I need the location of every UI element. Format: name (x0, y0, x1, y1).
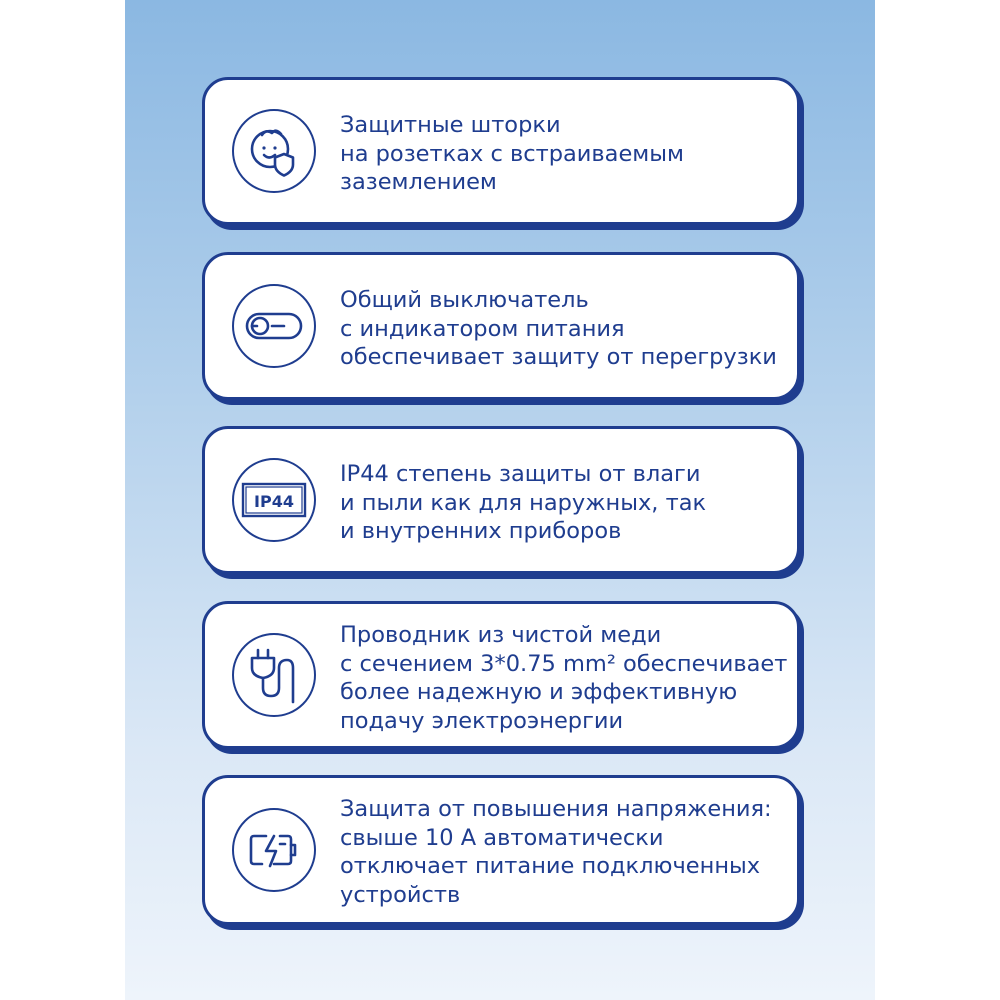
feature-text: Общий выключатель с индикатором питания … (340, 286, 785, 372)
feature-text-line: с сечением 3*0.75 mm² обеспечивает (340, 650, 788, 677)
feature-text: IP44 степень защиты от влаги и пыли как … (340, 460, 785, 546)
feature-card-copper-wire: Проводник из чистой меди с сечением 3*0.… (202, 601, 800, 749)
feature-text-line: свыше 10 А автоматически (340, 824, 664, 851)
feature-text: Защитные шторки на розетках с встраиваем… (340, 111, 785, 197)
feature-text-line: и внутренних приборов (340, 518, 622, 544)
feature-text-line: подачу электроэнергии (340, 707, 624, 734)
feature-text-line: устройств (340, 881, 461, 908)
feature-text-line: на розетках с встраиваемым (340, 140, 685, 167)
battery-charging-icon (232, 808, 316, 892)
ip44-badge-icon: IP44 (232, 458, 316, 542)
feature-text-line: Проводник из чистой меди (340, 622, 662, 648)
child-shield-icon (232, 109, 316, 193)
ip44-badge-label: IP44 (254, 492, 294, 511)
feature-text-line: и пыли как для наружных, так (340, 489, 707, 516)
feature-text-line: Общий выключатель (340, 287, 589, 313)
feature-card-child-protection: Защитные шторки на розетках с встраиваем… (202, 77, 800, 225)
feature-text: Проводник из чистой меди с сечением 3*0.… (340, 621, 788, 735)
plug-cable-icon (232, 633, 316, 717)
feature-card-power-switch: Общий выключатель с индикатором питания … (202, 252, 800, 400)
feature-text-line: обеспечивает защиту от перегрузки (340, 344, 777, 370)
feature-text-line: более надежную и эффективную (340, 679, 738, 705)
feature-text-line: отключает питание подключенных (340, 853, 761, 879)
feature-text: Защита от повышения напряжения: свыше 10… (340, 795, 785, 909)
feature-text-line: Защитные шторки (340, 112, 561, 138)
feature-text-line: IP44 степень защиты от влаги (340, 461, 701, 487)
feature-text-line: заземлением (340, 169, 497, 195)
feature-card-ip44: IP44 IP44 степень защиты от влаги и пыли… (202, 426, 800, 574)
feature-text-line: Защита от повышения напряжения: (340, 796, 772, 822)
feature-card-overvoltage: Защита от повышения напряжения: свыше 10… (202, 775, 800, 925)
power-switch-icon (232, 284, 316, 368)
feature-text-line: с индикатором питания (340, 315, 625, 342)
